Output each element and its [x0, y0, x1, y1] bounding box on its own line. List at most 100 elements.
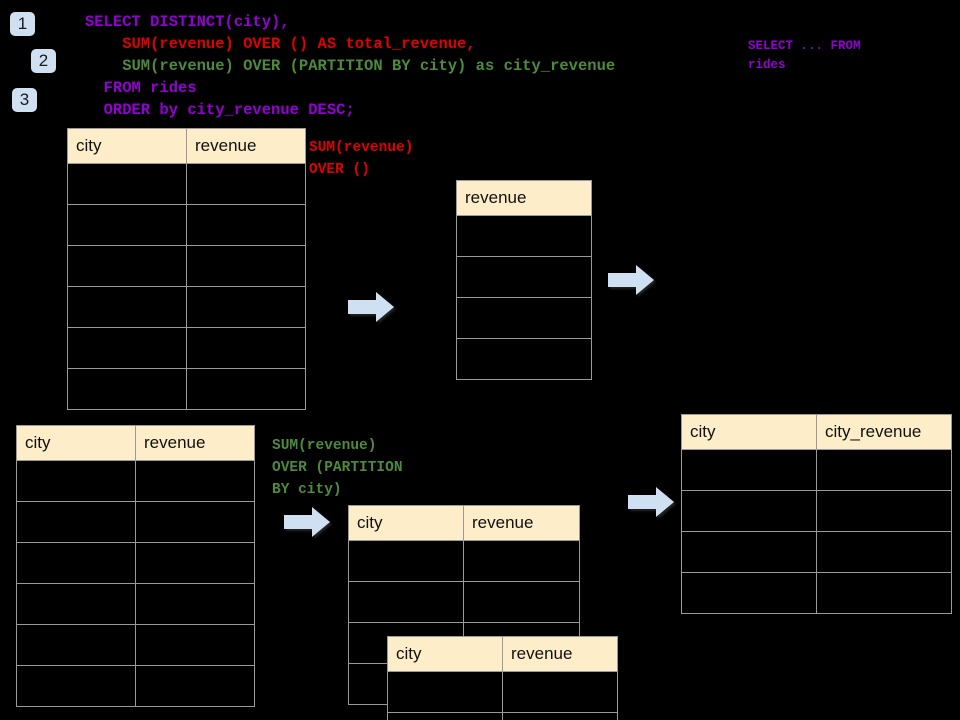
- annotation-over-partition-line-2: OVER (PARTITION: [272, 460, 403, 476]
- cell-revenue: [456, 215, 592, 257]
- cell-revenue: [135, 624, 255, 666]
- cell-city: [67, 286, 187, 328]
- table-body: [16, 460, 255, 707]
- cell-revenue: [186, 286, 306, 328]
- cell-city: [67, 245, 187, 287]
- table-row: [16, 665, 255, 707]
- table-row: [456, 215, 592, 257]
- table-header-row: city revenue: [348, 505, 580, 541]
- table-row: [348, 540, 580, 582]
- cell-city-revenue: [816, 531, 952, 573]
- city-revenue-result-table: city city_revenue: [681, 414, 952, 614]
- rides-source-table: city revenue: [67, 128, 306, 410]
- cell-city: [681, 531, 817, 573]
- column-header-revenue: revenue: [463, 505, 580, 541]
- step-badge-2: 2: [31, 49, 56, 73]
- table-row: [67, 204, 306, 246]
- cell-revenue: [135, 501, 255, 543]
- arrow-partitions-to-result: [628, 487, 674, 517]
- cell-city: [16, 542, 136, 584]
- cell-city: [348, 581, 464, 623]
- sql-line-from-rides: FROM rides: [85, 79, 197, 97]
- cell-city: [16, 460, 136, 502]
- cell-city: [67, 368, 187, 410]
- table-row: [456, 297, 592, 339]
- cell-revenue: [502, 712, 618, 720]
- cell-revenue: [135, 542, 255, 584]
- cell-city: [348, 540, 464, 582]
- cell-city: [67, 204, 187, 246]
- cell-city: [16, 501, 136, 543]
- cell-revenue: [456, 297, 592, 339]
- table-row: [67, 163, 306, 205]
- cell-city: [681, 449, 817, 491]
- cell-revenue: [186, 163, 306, 205]
- cell-revenue: [186, 245, 306, 287]
- table-header-row: city city_revenue: [681, 414, 952, 450]
- table-row: [16, 624, 255, 666]
- cell-city: [67, 163, 187, 205]
- column-header-city: city: [387, 636, 503, 672]
- column-header-city: city: [348, 505, 464, 541]
- cell-revenue: [135, 460, 255, 502]
- column-header-revenue: revenue: [456, 180, 592, 216]
- table-row: [681, 449, 952, 491]
- column-header-city: city: [16, 425, 136, 461]
- arrow-rides-to-partitions: [284, 507, 330, 537]
- table-body: [456, 215, 592, 380]
- cell-city-revenue: [816, 490, 952, 532]
- table-row: [16, 542, 255, 584]
- column-header-revenue: revenue: [502, 636, 618, 672]
- side-note-line-2: rides: [748, 58, 786, 72]
- table-row: [67, 327, 306, 369]
- cell-city: [16, 583, 136, 625]
- step-badge-1: 1: [10, 12, 35, 36]
- cell-city-revenue: [816, 572, 952, 614]
- cell-revenue: [463, 581, 580, 623]
- table-row: [681, 572, 952, 614]
- partition-group-table-b: city revenue: [387, 636, 618, 720]
- annotation-over-empty-line-1: SUM(revenue): [309, 140, 414, 156]
- sql-line-sum-over-empty: SUM(revenue) OVER () AS total_revenue,: [85, 35, 476, 53]
- cell-revenue: [463, 540, 580, 582]
- column-header-city: city: [681, 414, 817, 450]
- annotation-over-partition-line-3: BY city): [272, 482, 342, 498]
- arrow-rides-to-total-revenue: [348, 292, 394, 322]
- cell-revenue: [186, 204, 306, 246]
- column-header-revenue: revenue: [186, 128, 306, 164]
- step-badge-3: 3: [12, 88, 37, 112]
- cell-revenue: [186, 327, 306, 369]
- cell-revenue: [456, 338, 592, 380]
- table-body: [67, 163, 306, 410]
- cell-revenue: [456, 256, 592, 298]
- sql-line-select-distinct: SELECT DISTINCT(city),: [85, 13, 290, 31]
- cell-city-revenue: [816, 449, 952, 491]
- table-row: [456, 338, 592, 380]
- table-row: [387, 671, 618, 713]
- column-header-revenue: revenue: [135, 425, 255, 461]
- cell-city: [681, 572, 817, 614]
- table-row: [67, 286, 306, 328]
- table-row: [67, 245, 306, 287]
- column-header-city: city: [67, 128, 187, 164]
- cell-revenue: [135, 583, 255, 625]
- table-row: [67, 368, 306, 410]
- table-row: [387, 712, 618, 720]
- table-body: [387, 671, 618, 720]
- cell-city: [681, 490, 817, 532]
- rides-source-table-partitioned: city revenue: [16, 425, 255, 707]
- cell-city: [67, 327, 187, 369]
- table-header-row: city revenue: [387, 636, 618, 672]
- table-row: [16, 460, 255, 502]
- table-row: [456, 256, 592, 298]
- table-row: [16, 501, 255, 543]
- sql-line-sum-over-partition: SUM(revenue) OVER (PARTITION BY city) as…: [85, 57, 616, 75]
- table-row: [348, 581, 580, 623]
- annotation-over-empty-line-2: OVER (): [309, 162, 370, 178]
- cell-revenue: [135, 665, 255, 707]
- cell-revenue: [502, 671, 618, 713]
- table-body: [681, 449, 952, 614]
- arrow-total-revenue-to-result: [608, 265, 654, 295]
- table-header-row: city revenue: [67, 128, 306, 164]
